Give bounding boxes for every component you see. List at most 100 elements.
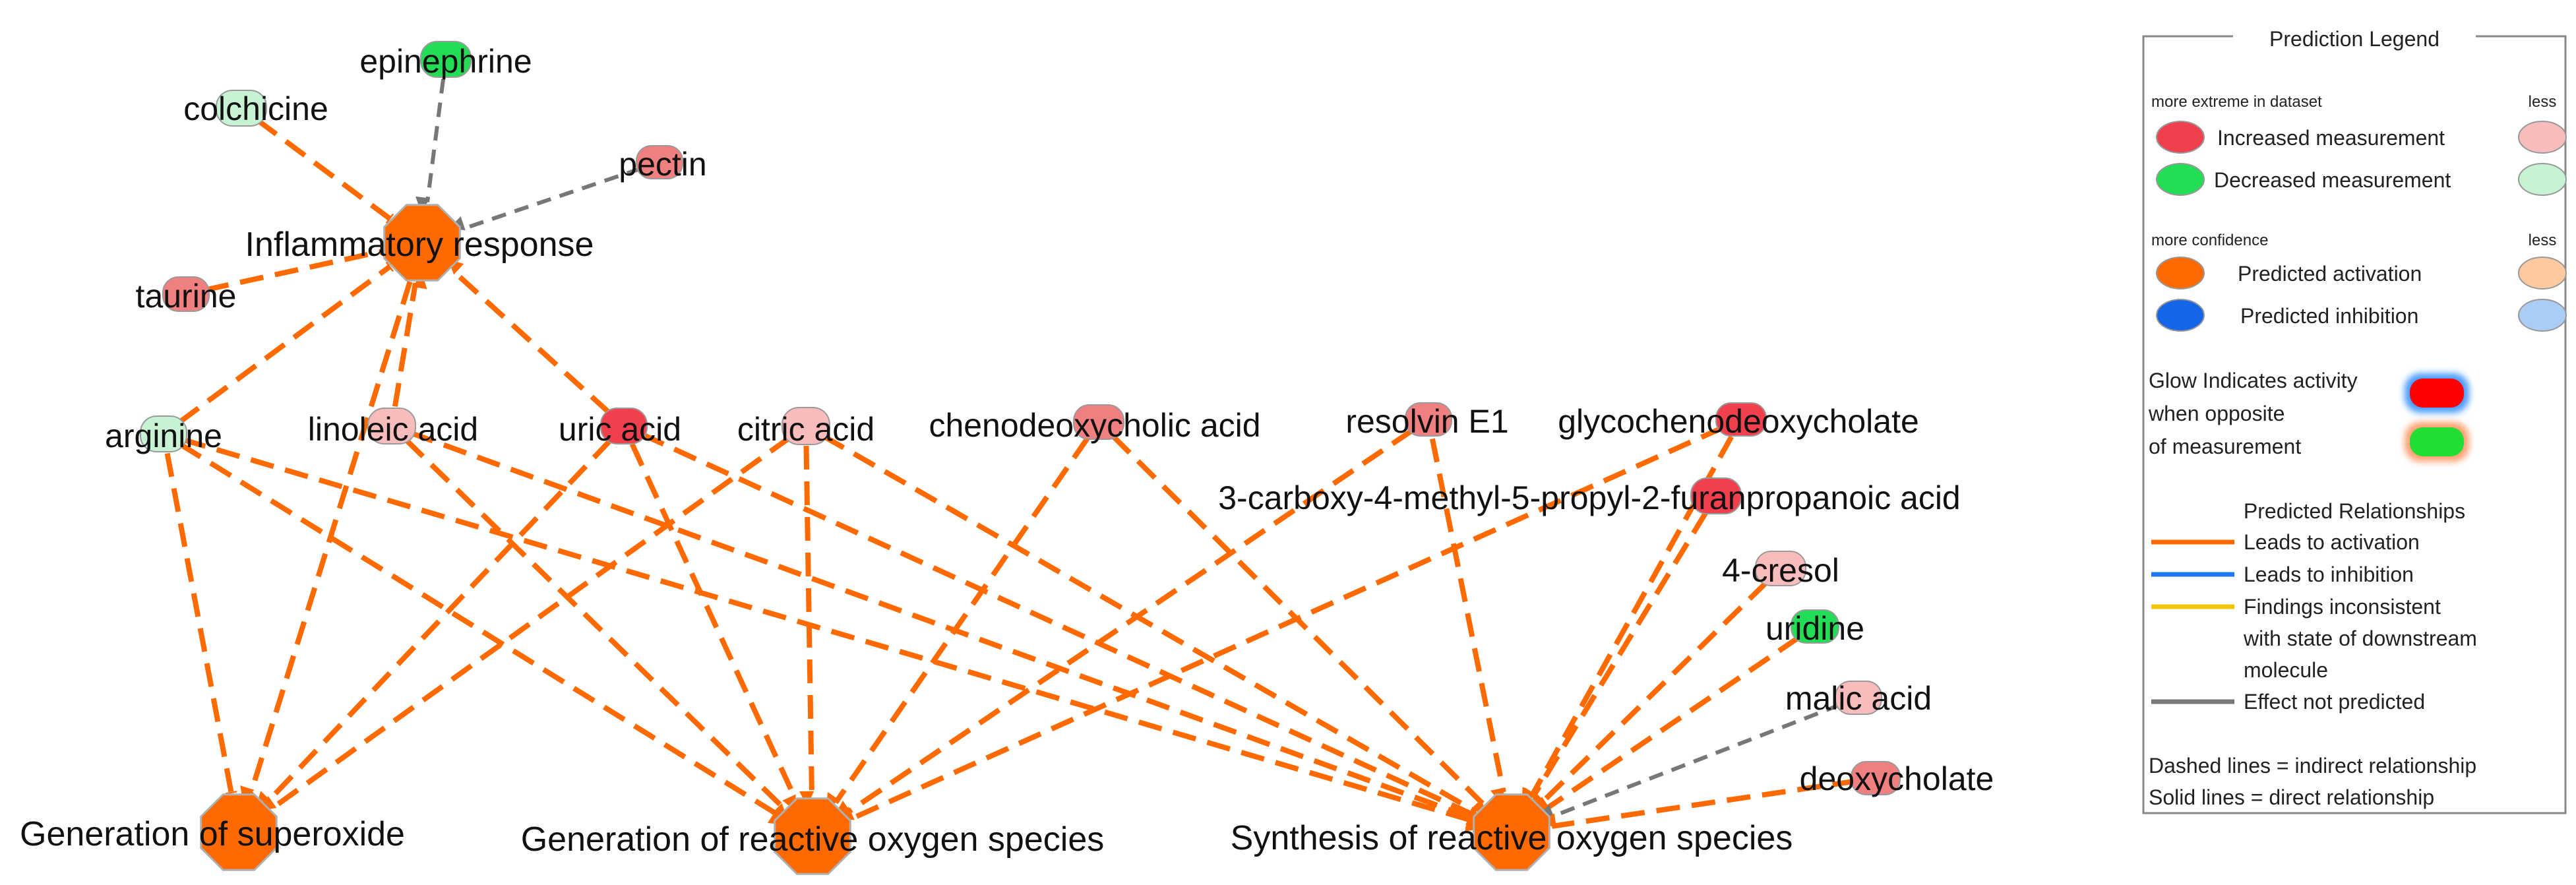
edge-glyco-to-gen_ros	[838, 425, 1725, 822]
edge-cheno-to-gen_ros	[825, 437, 1090, 809]
legend-measurement-header-right: less	[2529, 93, 2557, 111]
edge-linoleic-to-gen_ros	[404, 438, 787, 819]
molecules-layer: colchicine epinephrine pectin taurine argini…	[105, 41, 1994, 797]
molecule-shape-malic	[1835, 681, 1882, 715]
function-node-gen_ros[interactable]: Generation of reactive oxygen species	[521, 797, 1105, 875]
molecule-node-deoxycholate[interactable]: deoxycholate	[1800, 760, 1994, 797]
molecule-shape-pectin	[636, 145, 683, 179]
legend-increased-light-swatch	[2518, 121, 2567, 154]
edge-uridine-to-syn_ros	[1533, 635, 1800, 812]
edge-arginine-to-syn_ros	[181, 437, 1481, 832]
edge-colchicine-to-inflammatory	[255, 117, 394, 224]
legend-measurement-header-left: more extreme in dataset	[2151, 93, 2322, 111]
function-shape-syn_ros	[1473, 793, 1550, 871]
molecule-node-carboxy[interactable]: 3-carboxy-4-methyl-5-propyl-2-furanpropa…	[1218, 477, 1961, 516]
molecule-shape-cheno	[1073, 404, 1124, 440]
molecule-node-malic[interactable]: malic acid	[1785, 680, 1932, 717]
molecule-node-uric[interactable]: uric acid	[559, 408, 681, 448]
legend-inhibition-light-swatch	[2518, 299, 2567, 332]
edge-uric-to-superoxide	[256, 439, 613, 807]
molecule-shape-arginine	[140, 415, 187, 452]
molecule-node-resolvin[interactable]: resolvin E1	[1345, 402, 1509, 440]
edge-resolvin-to-gen_ros	[834, 428, 1414, 816]
molecule-shape-epinephrine	[420, 41, 472, 78]
legend-rel-inconsistent-line-1: Findings inconsistent	[2244, 595, 2441, 619]
molecule-label-taurine: taurine	[136, 278, 237, 315]
edge-citric-to-gen_ros	[799, 445, 814, 807]
molecule-label-resolvin: resolvin E1	[1345, 403, 1508, 440]
function-label-gen_ros: Generation of reactive oxygen species	[521, 820, 1105, 859]
edge-arginine-to-inflammatory	[177, 261, 394, 425]
molecule-shape-colchicine	[216, 90, 267, 127]
edge-deoxycholate-to-syn_ros	[1541, 778, 1856, 829]
edge-malic-to-syn_ros	[1538, 703, 1841, 820]
molecule-shape-resolvin	[1405, 402, 1452, 437]
legend-title-bg	[2233, 26, 2476, 50]
legend-activation-light-swatch	[2518, 257, 2567, 290]
edge-uric-to-syn_ros	[640, 431, 1483, 825]
function-shape-superoxide	[200, 793, 278, 871]
legend-glow-green-swatch	[2410, 427, 2464, 456]
molecule-shape-carboxy	[1690, 477, 1742, 514]
legend-frame	[2142, 35, 2567, 814]
legend-rel-not-predicted-label: Effect not predicted	[2244, 690, 2425, 714]
molecule-label-linoleic: linoleic acid	[308, 411, 478, 448]
molecule-label-cresol: 4-cresol	[1722, 552, 1839, 589]
edge-linoleic-to-inflammatory	[392, 273, 427, 408]
molecule-label-cheno: chenodeoxycholic acid	[929, 407, 1260, 444]
molecule-node-cheno[interactable]: chenodeoxycholic acid	[929, 404, 1261, 444]
function-shape-gen_ros	[774, 797, 851, 875]
legend-rel-activation-label: Leads to activation	[2244, 530, 2420, 554]
function-label-inflammatory: Inflammatory response	[245, 226, 594, 264]
molecule-node-colchicine[interactable]: colchicine	[183, 90, 328, 127]
molecule-node-cresol[interactable]: 4-cresol	[1722, 551, 1839, 589]
edge-epinephrine-to-inflammatory	[415, 78, 446, 212]
edge-arginine-to-gen_ros	[179, 442, 784, 825]
legend-decreased-strong-swatch	[2156, 163, 2205, 196]
legend-increased-strong-swatch	[2156, 121, 2205, 154]
function-shape-inflammatory	[383, 204, 461, 282]
edge-inflammatory-to-superoxide	[240, 281, 413, 802]
molecule-label-uridine: uridine	[1765, 610, 1864, 647]
legend-decreased-light-swatch	[2518, 163, 2567, 196]
molecule-node-citric[interactable]: citric acid	[737, 407, 874, 448]
legend-rel-inconsistent-line-3: molecule	[2244, 658, 2328, 682]
molecule-label-deoxycholate: deoxycholate	[1800, 760, 1994, 797]
molecule-node-taurine[interactable]: taurine	[136, 276, 237, 315]
function-node-inflammatory[interactable]: Inflammatory response	[245, 204, 594, 282]
edges-layer	[164, 78, 1856, 832]
molecule-node-linoleic[interactable]: linoleic acid	[308, 408, 478, 448]
molecule-node-uridine[interactable]: uridine	[1765, 609, 1864, 647]
legend-increased-label: Increased measurement	[2217, 126, 2445, 150]
edge-carboxy-to-syn_ros	[1523, 511, 1708, 804]
legend-title: Prediction Legend	[2269, 27, 2439, 51]
molecule-label-glyco: glycochenodeoxycholate	[1558, 403, 1919, 440]
molecule-node-epinephrine[interactable]: epinephrine	[359, 41, 532, 80]
legend-solid-note: Solid lines = direct relationship	[2149, 785, 2434, 809]
molecule-shape-glyco	[1715, 402, 1767, 437]
molecule-label-uric: uric acid	[559, 411, 681, 448]
function-node-superoxide[interactable]: Generation of superoxide	[20, 793, 405, 871]
molecule-label-carboxy: 3-carboxy-4-methyl-5-propyl-2-furanpropa…	[1218, 479, 1961, 516]
molecule-shape-deoxycholate	[1851, 761, 1901, 795]
legend-relationships-title: Predicted Relationships	[2244, 499, 2465, 523]
molecule-node-arginine[interactable]: arginine	[105, 415, 222, 454]
molecule-shape-linoleic	[367, 408, 416, 444]
molecule-node-glyco[interactable]: glycochenodeoxycholate	[1558, 402, 1919, 440]
function-node-syn_ros[interactable]: Synthesis of reactive oxygen species	[1231, 793, 1793, 871]
function-label-syn_ros: Synthesis of reactive oxygen species	[1231, 819, 1793, 857]
prediction-legend: Prediction Legend more extreme in datase…	[2142, 26, 2567, 814]
molecule-node-pectin[interactable]: pectin	[619, 145, 707, 183]
edge-taurine-to-inflammatory	[204, 245, 385, 293]
molecule-label-epinephrine: epinephrine	[359, 43, 532, 80]
legend-rel-inconsistent-line-2: with state of downstream	[2243, 626, 2477, 650]
legend-confidence-header-left: more confidence	[2151, 231, 2268, 249]
molecule-label-malic: malic acid	[1785, 680, 1932, 717]
legend-activation-label: Predicted activation	[2238, 262, 2422, 286]
legend-glow-red-swatch	[2410, 379, 2464, 408]
legend-decreased-label: Decreased measurement	[2214, 168, 2451, 192]
molecule-shape-citric	[782, 407, 830, 445]
legend-glow-line-2: when opposite	[2148, 402, 2285, 425]
